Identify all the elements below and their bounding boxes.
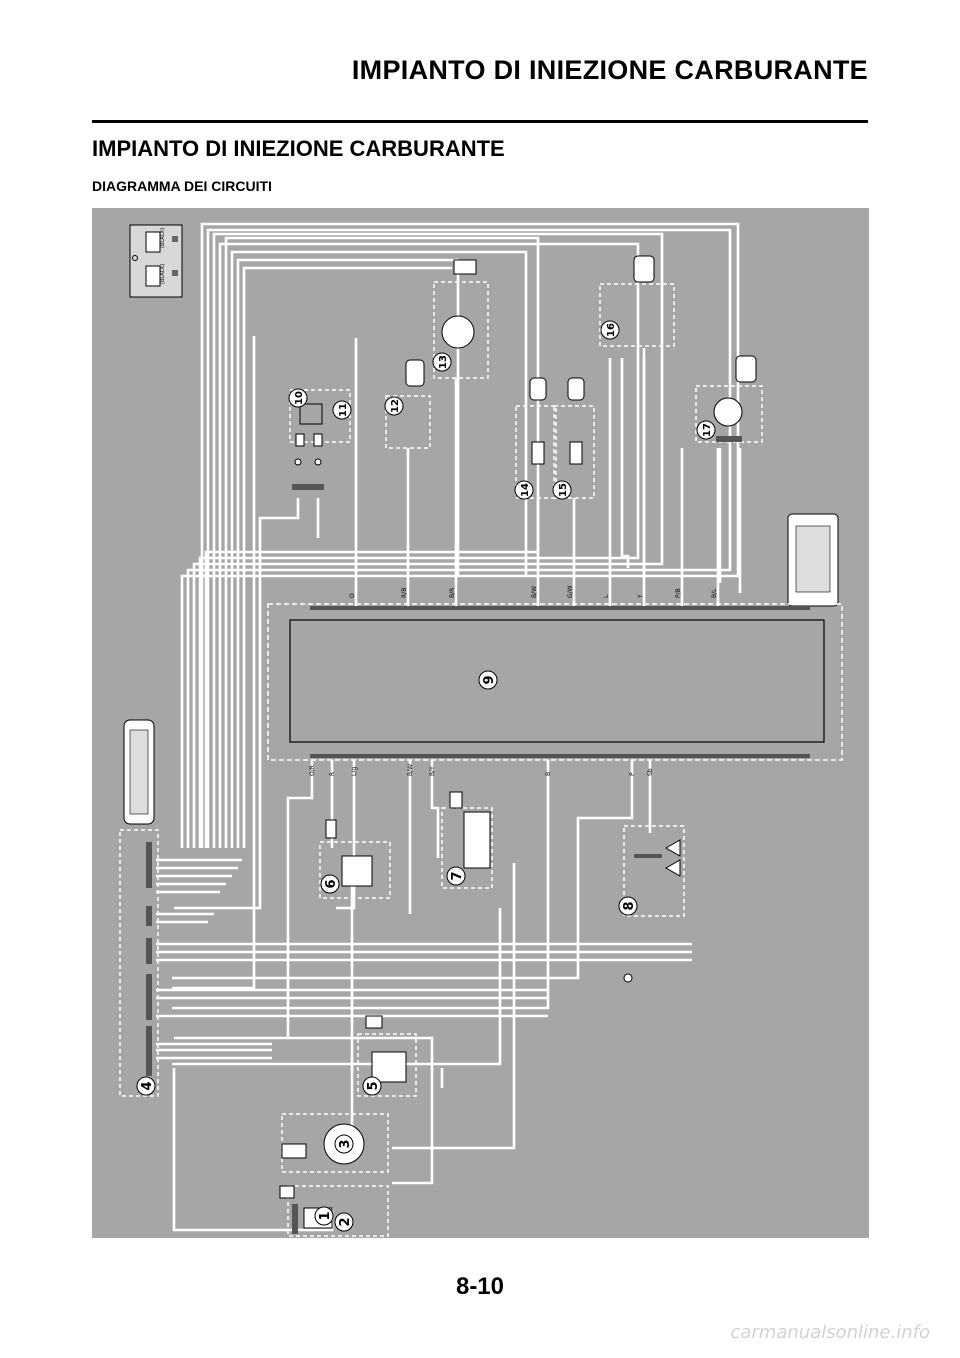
component-6-box xyxy=(319,819,391,899)
wire-label-rb: R/B xyxy=(401,588,408,598)
component-4-bundle xyxy=(119,829,159,1097)
wire-label-by: B/Y xyxy=(429,766,436,776)
callout-15: 15 xyxy=(558,483,569,497)
ecu-plug xyxy=(787,513,839,607)
relay-box xyxy=(289,389,351,490)
callout-14: 14 xyxy=(520,483,531,497)
callout-8: 8 xyxy=(622,901,637,910)
connector-label-2: (BLACK) xyxy=(160,264,166,284)
connector-label-1: (BLACK) xyxy=(160,228,166,248)
ecu-bottom-wire-labels: O/R R L/g B/W B/Y B P Sb xyxy=(309,764,654,776)
wire-label-br: B/R xyxy=(449,588,456,598)
junction-block: (BLACK) (BLACK) xyxy=(129,224,183,298)
component-1-2-box xyxy=(279,1185,389,1237)
component-12-box xyxy=(385,359,431,449)
callout-2: 2 xyxy=(338,1217,353,1226)
page-number: 8-10 xyxy=(455,1273,505,1300)
section-subtitle: DIAGRAMMA DEI CIRCUITI xyxy=(92,178,272,194)
wire-label-bl: B/L xyxy=(711,588,718,598)
left-plug xyxy=(123,719,155,825)
wire-label-p: P xyxy=(629,772,636,776)
callout-4: 4 xyxy=(140,1081,155,1090)
wire-label-o: O xyxy=(349,593,356,598)
callout-3: 3 xyxy=(338,1139,353,1148)
callout-5: 5 xyxy=(366,1081,381,1090)
page-header-title: IMPIANTO DI INIEZIONE CARBURANTE xyxy=(351,55,868,85)
callout-1: 1 xyxy=(318,1211,333,1220)
wire-label-lg: L/g xyxy=(351,767,358,776)
wire-label-l: L xyxy=(603,594,610,598)
callout-11: 11 xyxy=(338,403,349,417)
wire-label-pb: P/B xyxy=(675,588,682,598)
ecu-unit xyxy=(267,603,843,761)
wire-label-y: Y xyxy=(637,594,644,599)
wire-label-r: R xyxy=(329,772,336,776)
component-5-box xyxy=(357,1015,417,1097)
ecu-top-wire-labels: O R/B B/R B/W G/W L Y P/B B/L xyxy=(349,585,718,599)
watermark: carmanualsonline.info xyxy=(730,1322,930,1343)
wire-label-gw: G/W xyxy=(567,585,574,598)
header-rule xyxy=(92,120,868,123)
callout-13: 13 xyxy=(438,355,449,369)
callout-17: 17 xyxy=(702,423,713,437)
wire-label-or: O/R xyxy=(309,765,316,776)
component-8-box xyxy=(623,825,685,917)
inline-fuse xyxy=(623,973,633,983)
wire-harness xyxy=(156,222,742,1232)
component-13-box xyxy=(433,259,489,379)
wire-label-b: B xyxy=(545,772,552,776)
callout-12: 12 xyxy=(390,399,401,413)
callout-9: 9 xyxy=(482,675,497,684)
callout-6: 6 xyxy=(324,879,339,888)
callout-7: 7 xyxy=(450,871,465,880)
section-title: IMPIANTO DI INIEZIONE CARBURANTE xyxy=(92,136,505,161)
callout-16: 16 xyxy=(606,323,617,337)
component-callouts: 1 2 3 4 5 6 7 8 9 10 11 12 13 14 15 16 1… xyxy=(136,320,716,1232)
component-14-15-box xyxy=(515,377,595,499)
wire-label-bw: B/W xyxy=(531,586,538,598)
wire-label-sb: Sb xyxy=(647,768,654,776)
component-7-box xyxy=(441,791,493,889)
component-17-box xyxy=(695,355,763,443)
circuit-diagram: (BLACK) (BLACK) xyxy=(92,208,869,1238)
wire-label-bw-2: B/W xyxy=(407,764,414,776)
callout-10: 10 xyxy=(294,391,305,405)
component-16-box xyxy=(599,255,675,347)
